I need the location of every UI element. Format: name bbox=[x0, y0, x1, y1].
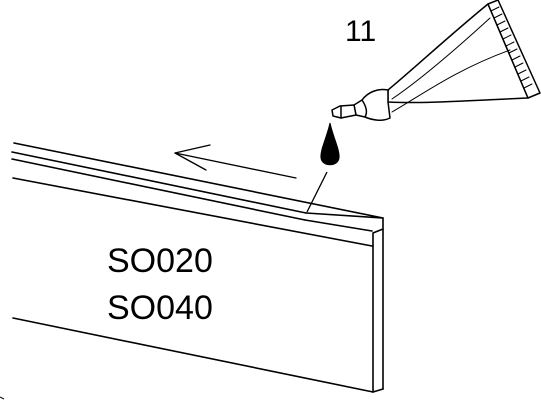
panel-groove-line-1 bbox=[11, 151, 307, 214]
application-pointer-line bbox=[306, 171, 328, 213]
panel-end-bottom bbox=[372, 388, 384, 393]
panel-groove-bottom bbox=[304, 219, 373, 232]
corner-mark bbox=[0, 396, 5, 400]
panel-top-back-edge bbox=[13, 142, 384, 219]
part-code-2: SO040 bbox=[107, 289, 213, 327]
glue-tube-icon bbox=[331, 0, 541, 121]
panel-front-top-edge bbox=[12, 177, 373, 247]
part-code-1: SO020 bbox=[107, 242, 213, 280]
direction-arrow-icon bbox=[174, 144, 297, 179]
glue-drop-icon bbox=[320, 122, 340, 166]
panel-groove-line-2 bbox=[11, 158, 306, 221]
panel-bottom-edge bbox=[12, 317, 374, 393]
wood-panel bbox=[11, 142, 384, 393]
step-number: 11 bbox=[345, 15, 376, 48]
